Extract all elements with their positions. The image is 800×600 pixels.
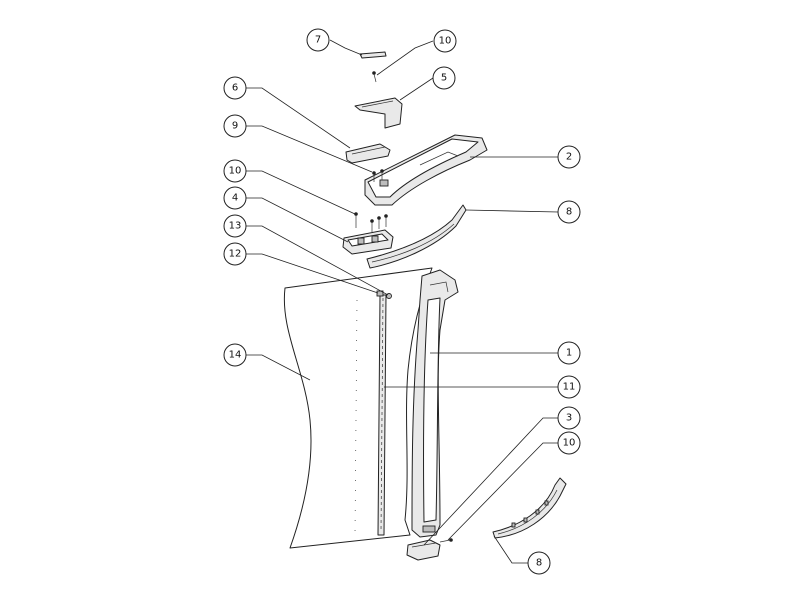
part-11-seal-strip <box>377 294 387 536</box>
callout-label: 7 <box>315 35 321 46</box>
callout-label: 8 <box>566 207 572 218</box>
part-10-screws-middle <box>354 212 388 232</box>
callout-label: 13 <box>229 221 242 232</box>
callout-6: 6 <box>223 76 247 100</box>
callout-label: 12 <box>229 249 242 260</box>
callout-8-upper: 8 <box>557 200 581 224</box>
part-8-lower-molding <box>492 477 567 539</box>
callout-10-middle: 10 <box>223 159 247 183</box>
callout-3: 3 <box>557 406 581 430</box>
callout-10-bottom: 10 <box>557 431 581 455</box>
part-3-bottom-clip <box>406 539 441 561</box>
callout-label: 8 <box>536 558 542 569</box>
part-10-screw-bottom <box>439 538 453 543</box>
part-10-screw-top <box>372 71 377 83</box>
part-4-bracket <box>342 229 394 255</box>
callout-5: 5 <box>432 66 456 90</box>
part-1-pillar-trim <box>411 269 459 538</box>
leader-lines <box>246 39 559 564</box>
callout-14: 14 <box>223 343 247 367</box>
part-8-lower-tabs <box>511 500 549 528</box>
part-6-cap <box>345 143 391 164</box>
callout-12: 12 <box>223 242 247 266</box>
callout-11: 11 <box>557 375 581 399</box>
part-2-upper-cover <box>364 134 488 206</box>
callout-label: 11 <box>563 382 576 393</box>
callout-label: 5 <box>441 73 447 84</box>
part-7-small-part <box>359 51 387 59</box>
callout-label: 3 <box>566 413 572 424</box>
callout-label: 1 <box>566 348 572 359</box>
callout-label: 2 <box>566 152 572 163</box>
callout-label: 10 <box>439 36 452 47</box>
callout-label: 4 <box>232 193 238 204</box>
callout-label: 9 <box>232 121 238 132</box>
callout-9: 9 <box>223 114 247 138</box>
callout-7: 7 <box>306 28 330 52</box>
callout-2: 2 <box>557 145 581 169</box>
part-9-screws <box>372 169 384 182</box>
part-5-clip-cover <box>354 97 403 129</box>
callout-label: 14 <box>229 350 242 361</box>
part-14-panel <box>283 267 433 549</box>
callout-13: 13 <box>223 214 247 238</box>
callout-label: 10 <box>229 166 242 177</box>
callout-8-lower: 8 <box>527 551 551 575</box>
callout-1: 1 <box>557 341 581 365</box>
callout-4: 4 <box>223 186 247 210</box>
callout-label: 6 <box>232 83 238 94</box>
callout-10-top: 10 <box>433 29 457 53</box>
callout-label: 10 <box>563 438 576 449</box>
